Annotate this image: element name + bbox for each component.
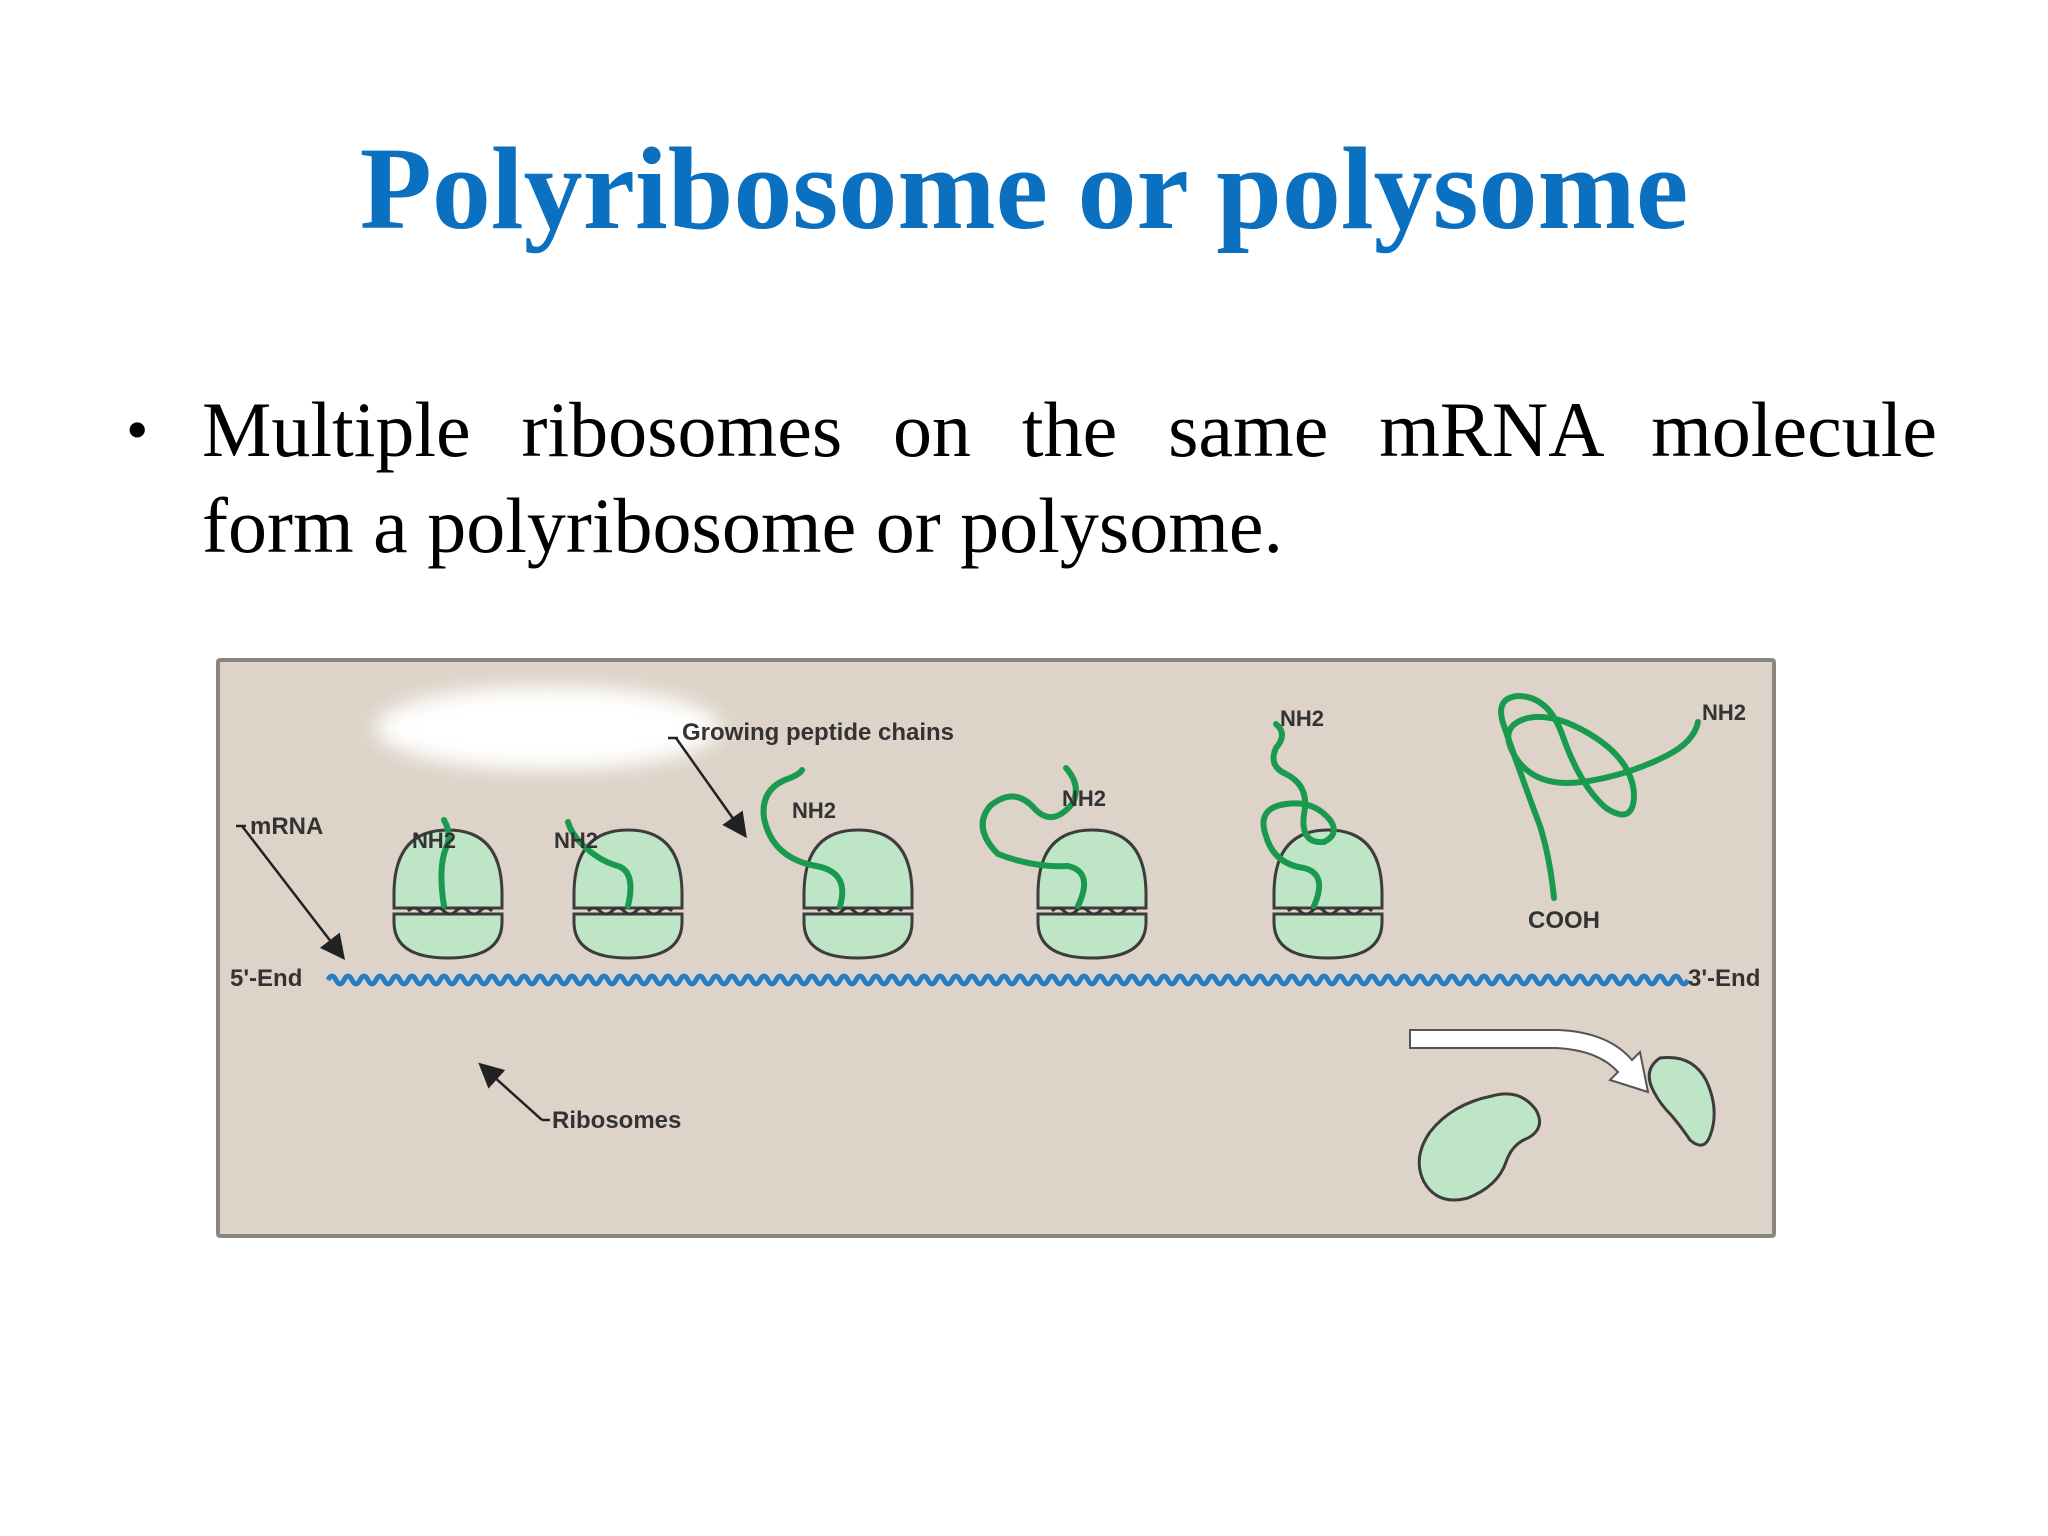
- three-end-label: 3'-End: [1688, 965, 1760, 992]
- peptide-chain-icon: [438, 817, 452, 909]
- growing-chains-label: Growing peptide chains: [682, 719, 954, 746]
- bullet-symbol: •: [126, 394, 149, 465]
- peptide-chain-icon: [979, 765, 1088, 909]
- ribosome-icon: [1036, 828, 1148, 960]
- ribosome-icon: [572, 828, 684, 960]
- nh2-label: NH2: [1062, 786, 1106, 811]
- bullet-line-2: form a polyribosome or polysome.: [202, 482, 1283, 569]
- ribosome-subunit-icon: [1417, 1092, 1542, 1202]
- ribosome-icon: [392, 828, 504, 960]
- polysome-diagram: mRNA 5'-End 3'-End Growing peptide chain…: [216, 658, 1776, 1238]
- peptide-chain-icon: [1498, 692, 1701, 901]
- five-end-label: 5'-End: [230, 965, 302, 992]
- nh2-label: NH2: [792, 798, 836, 823]
- mrna-strand-icon: [325, 973, 1691, 987]
- ribosome-subunit-icon: [1647, 1055, 1716, 1147]
- nh2-label: NH2: [1702, 700, 1746, 725]
- peptide-chain-icon: [1260, 721, 1337, 909]
- release-arrow-icon: [1409, 1029, 1650, 1094]
- label-highlight: [376, 686, 720, 770]
- slide-title: Polyribosome or polysome: [359, 123, 1689, 254]
- cooh-label: COOH: [1528, 907, 1600, 934]
- nh2-label: NH2: [412, 828, 456, 853]
- bullet-line-1: Multiple ribosomes on the same mRNA mole…: [202, 386, 1937, 473]
- peptide-chain-icon: [565, 819, 634, 909]
- ribosomes-pointer-arrow: [478, 1062, 543, 1121]
- ribosomes-label: Ribosomes: [552, 1107, 681, 1134]
- nh2-label: NH2: [554, 828, 598, 853]
- bullet-text: Multiple ribosomes on the same mRNA mole…: [202, 382, 1937, 574]
- mrna-label: mRNA: [250, 813, 323, 840]
- polysome-figure: mRNA 5'-End 3'-End Growing peptide chain…: [216, 658, 1776, 1238]
- ribosome-icon: [1272, 828, 1384, 960]
- ribosome-icon: [802, 828, 914, 960]
- nh2-label: NH2: [1280, 706, 1324, 731]
- chains-pointer-arrow: [674, 737, 747, 839]
- mrna-pointer-arrow: [241, 825, 346, 960]
- peptide-chain-icon: [760, 767, 846, 909]
- diagram-panel: [216, 658, 1776, 1238]
